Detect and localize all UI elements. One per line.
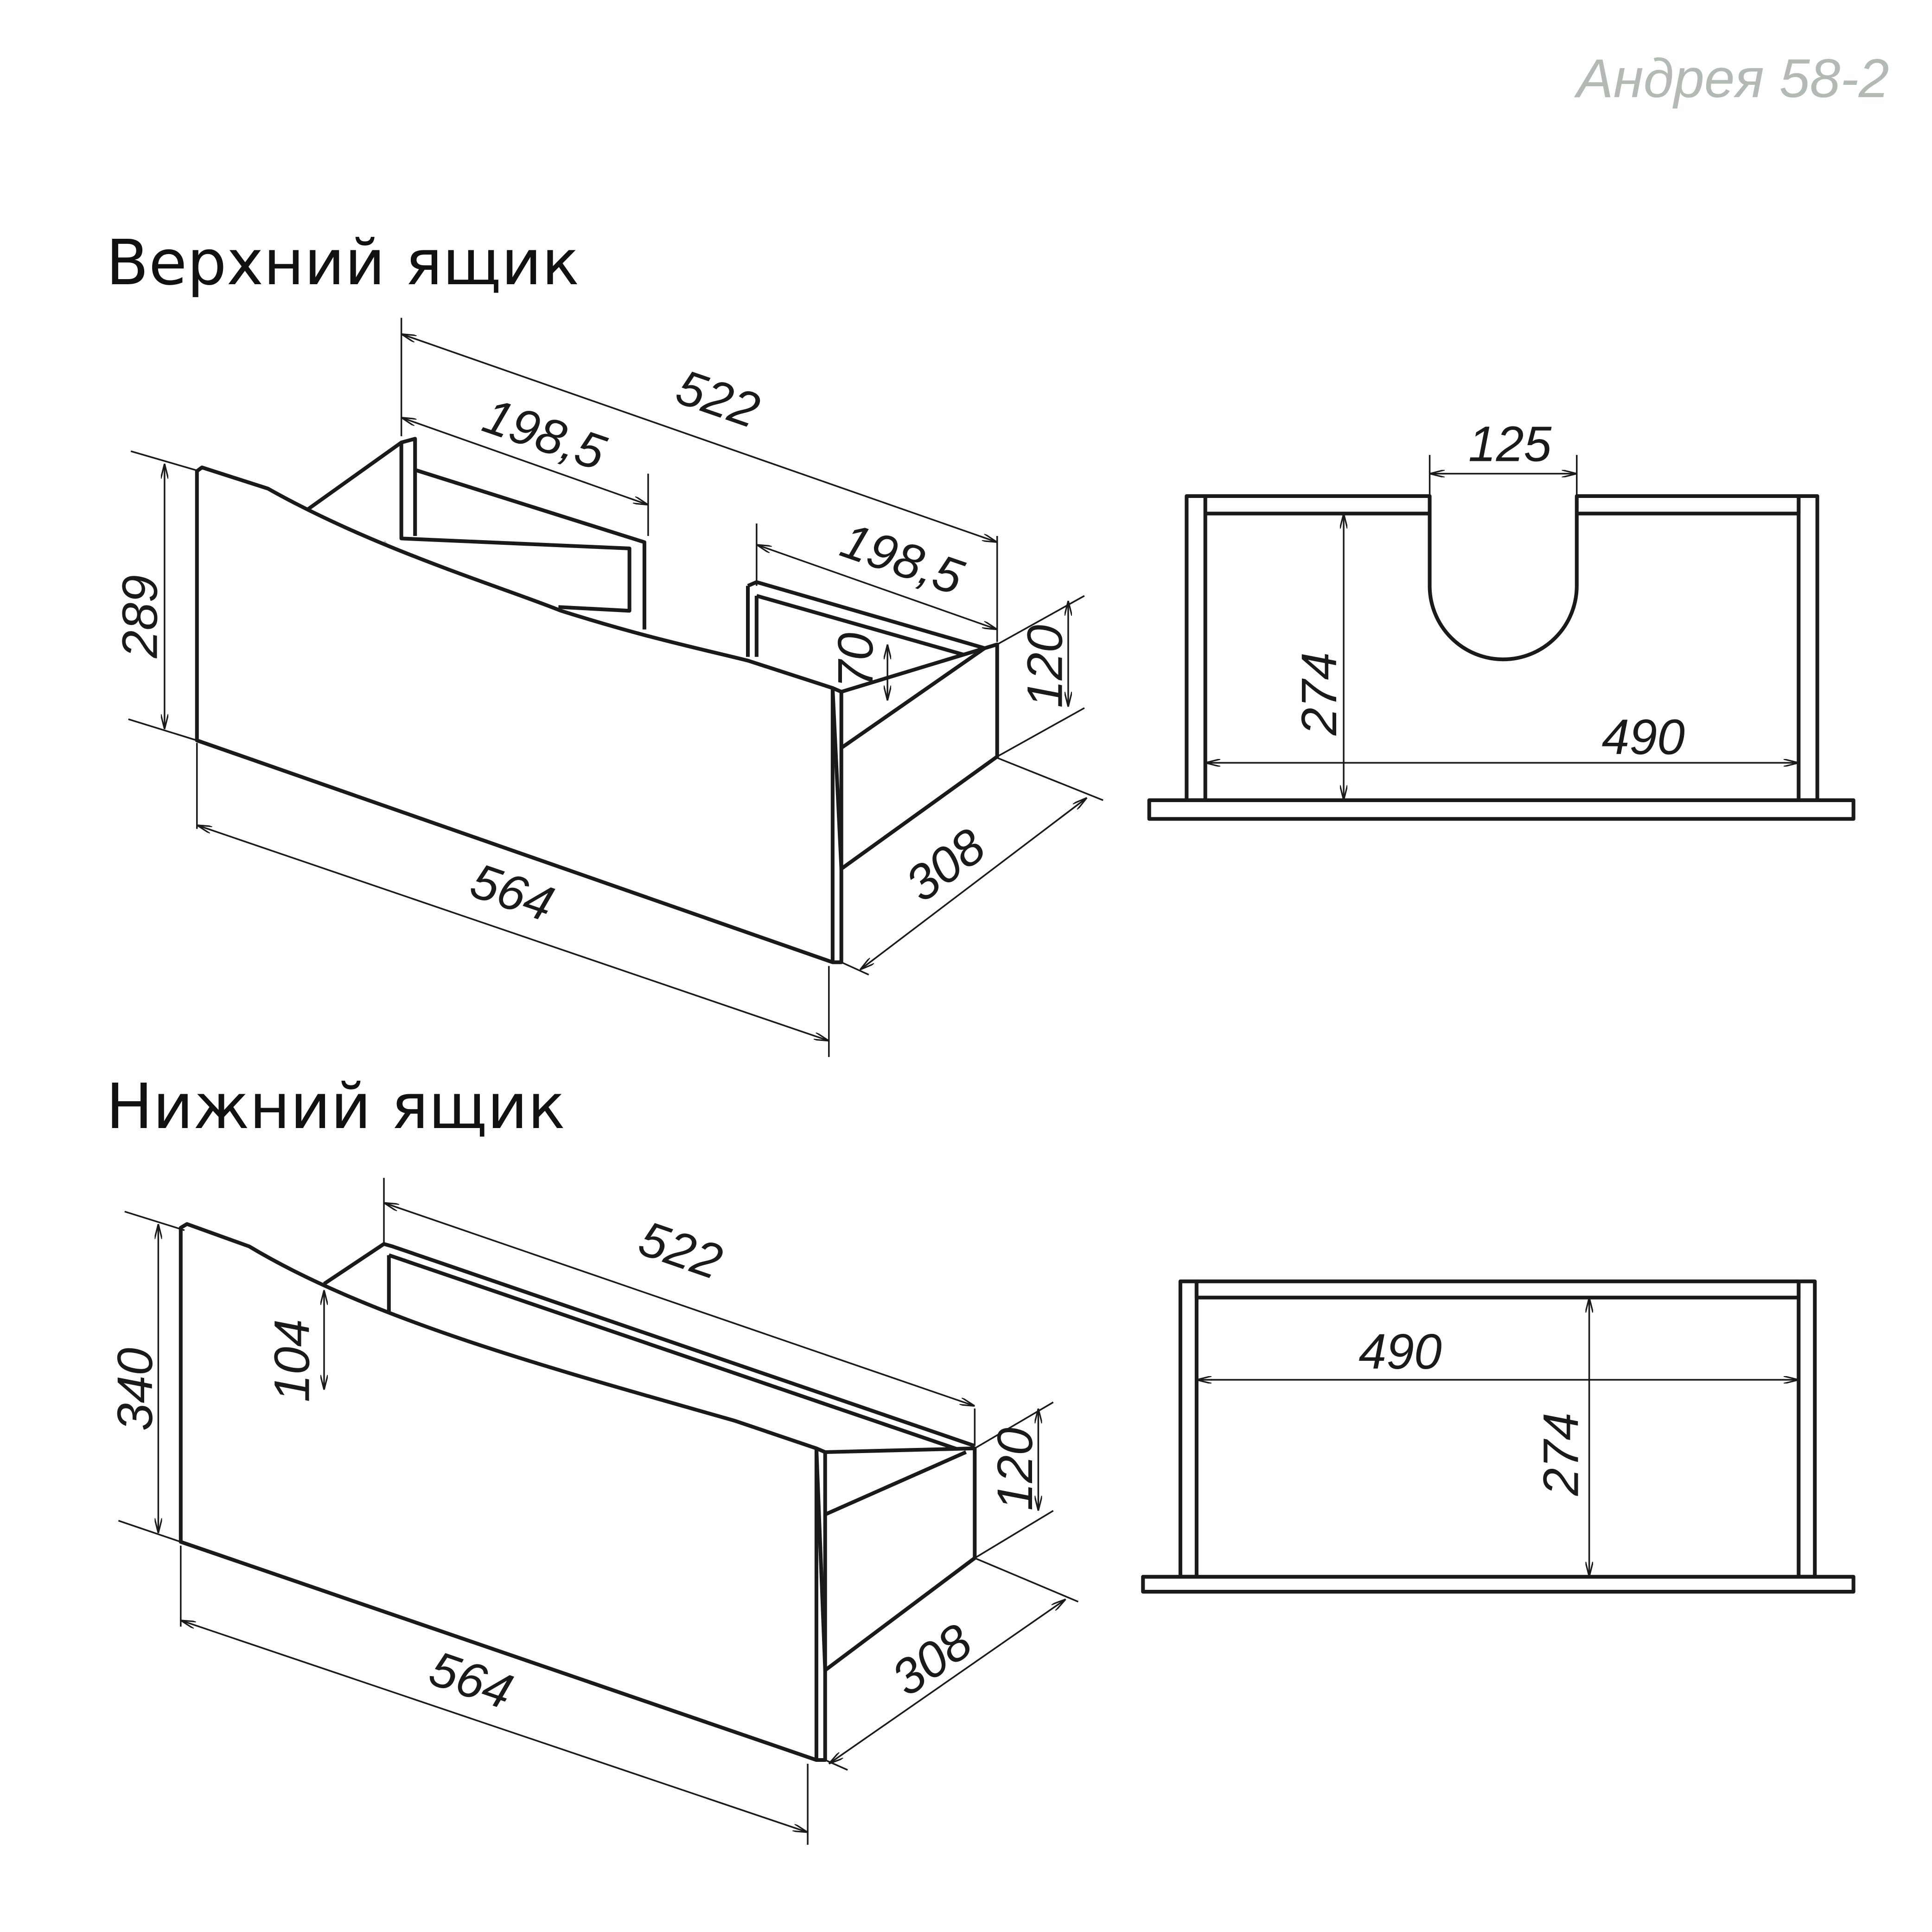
upper-drawer-heading: Верхний ящик xyxy=(106,226,580,299)
dim-120-lower: 120 xyxy=(987,1428,1043,1511)
dim-522: 522 xyxy=(670,359,766,439)
dim-490-lower: 490 xyxy=(1358,1324,1441,1379)
dim-120: 120 xyxy=(1017,625,1073,708)
dim-70: 70 xyxy=(828,632,883,688)
dim-289: 289 xyxy=(112,575,168,658)
dim-274: 274 xyxy=(1291,652,1347,736)
dim-125: 125 xyxy=(1468,416,1552,472)
dim-274-lower: 274 xyxy=(1533,1413,1588,1496)
document-title: Андрея 58-2 xyxy=(1574,48,1889,109)
dim-308: 308 xyxy=(895,818,995,912)
dim-490: 490 xyxy=(1602,709,1685,765)
dim-104: 104 xyxy=(264,1319,320,1402)
lower-drawer-plan: 490 274 xyxy=(1141,1279,1855,1594)
dim-340: 340 xyxy=(107,1348,163,1431)
lower-drawer-isometric xyxy=(179,1222,977,1762)
lower-drawer-heading: Нижний ящик xyxy=(106,1070,566,1143)
dim-564: 564 xyxy=(464,853,561,932)
upper-drawer-plan: 125 274 490 xyxy=(1147,416,1855,821)
upper-drawer-isometric xyxy=(195,437,999,964)
dim-308-lower: 308 xyxy=(882,1613,982,1706)
dim-522-lower: 522 xyxy=(632,1210,729,1290)
